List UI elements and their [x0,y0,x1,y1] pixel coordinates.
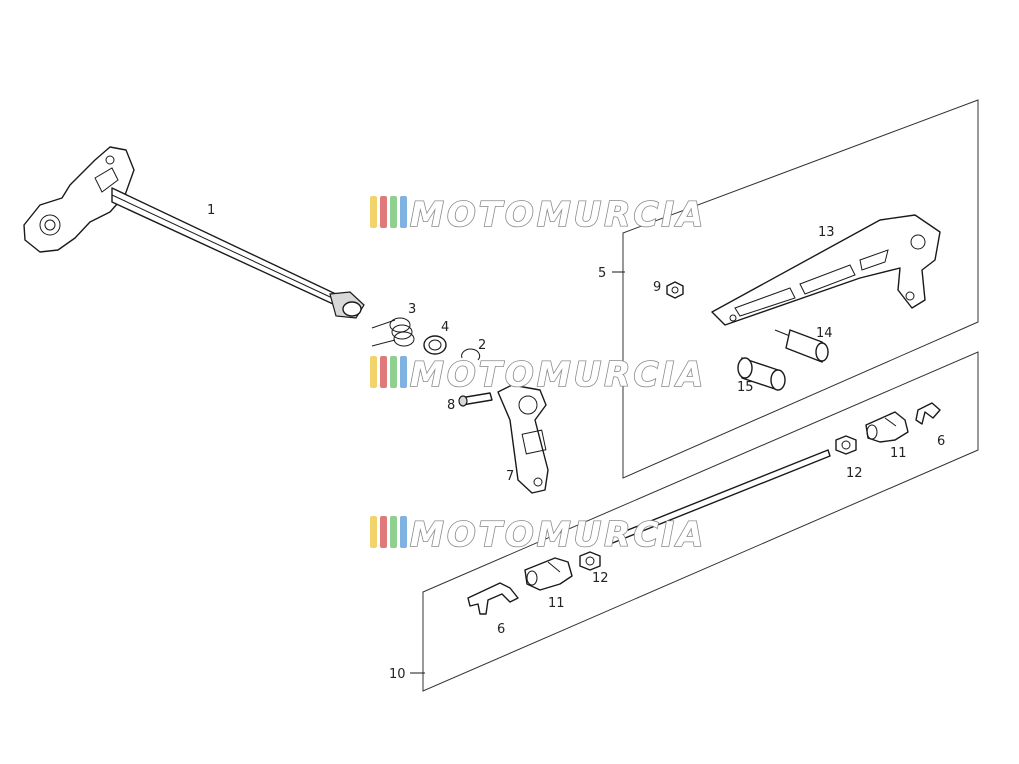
part-gear-pedal [711,214,941,326]
label-part-9: 9 [653,280,661,295]
part-nut-lower [579,551,601,571]
label-part-7: 7 [506,469,514,484]
label-part-3: 3 [408,302,416,317]
label-part-14: 14 [816,326,833,341]
watermark-middle: MOTOMURCIA [370,354,706,396]
label-part-1: 1 [207,203,215,218]
label-part-12-lower: 12 [592,571,609,586]
watermark-text: MOTOMURCIA [410,195,706,235]
watermark-stripe-yellow [370,196,377,228]
part-footpeg-pin [774,329,829,363]
label-part-11-lower: 11 [548,596,565,611]
watermark-stripe-red [380,516,387,548]
part-circlip [461,348,481,361]
label-part-11-upper: 11 [890,446,907,461]
watermark-text: MOTOMURCIA [410,515,706,555]
panel-pedal-assembly [622,99,979,479]
panel-linkage-rod [422,351,979,692]
watermark-stripe-yellow [370,516,377,548]
watermark-stripe-blue [400,516,407,548]
label-part-4: 4 [441,320,449,335]
label-part-12-upper: 12 [846,466,863,481]
part-washer [423,335,447,355]
label-part-8: 8 [447,398,455,413]
part-selector-shaft [23,146,365,319]
watermark-stripe-blue [400,356,407,388]
watermark-stripe-yellow [370,356,377,388]
watermark-stripe-green [390,356,397,388]
part-spring [371,317,415,347]
watermark-stripe-red [380,196,387,228]
part-footpeg-rubber [737,357,786,391]
watermark-stripe-green [390,196,397,228]
part-clevis-lower [524,557,573,591]
part-nut-small [666,281,684,299]
watermark-text: MOTOMURCIA [410,355,706,395]
leader-lines [410,271,625,674]
label-part-10: 10 [389,667,406,682]
watermark-stripe-red [380,356,387,388]
watermark-stripe-blue [400,196,407,228]
label-part-6-upper: 6 [937,434,945,449]
watermark-stripe-green [390,516,397,548]
label-part-13: 13 [818,225,835,240]
part-bolt [458,392,493,407]
part-nut-upper [835,435,857,455]
part-linkage-rod [607,449,831,545]
part-clevis-upper [865,411,909,443]
label-part-6-lower: 6 [497,622,505,637]
watermark-bottom: MOTOMURCIA [370,514,706,556]
label-part-2: 2 [478,338,486,353]
part-clip-upper [915,402,941,425]
part-lever-arm [497,384,549,494]
watermark-top: MOTOMURCIA [370,194,706,236]
label-part-15: 15 [737,380,754,395]
part-clip-lower [467,582,519,615]
label-part-5: 5 [598,266,606,281]
